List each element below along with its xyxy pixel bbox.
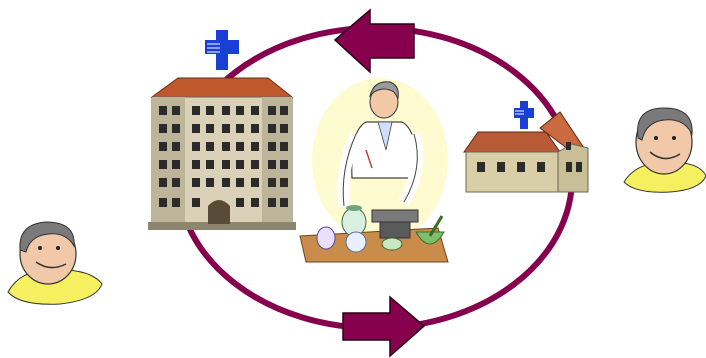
arrow-left-top bbox=[333, 8, 415, 74]
clinic-house bbox=[463, 101, 589, 193]
clinic-cross-icon bbox=[514, 101, 534, 129]
hospital-building bbox=[148, 30, 296, 230]
patient-left bbox=[7, 221, 103, 305]
arrow-right-bottom bbox=[342, 295, 426, 358]
patient-right bbox=[623, 107, 706, 193]
hospital-cross-icon bbox=[205, 30, 239, 70]
pharmacist bbox=[299, 81, 449, 263]
